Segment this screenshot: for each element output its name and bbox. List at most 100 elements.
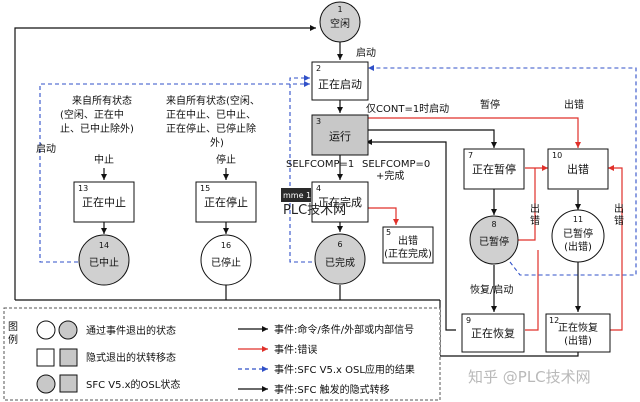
resume-start-label: 恢复/启动	[470, 283, 513, 296]
legend-evt-error: 事件:错误	[274, 343, 317, 356]
cont-only-label: 仅CONT=1时启动	[366, 102, 449, 115]
osl-loop-line	[289, 75, 340, 263]
resuming-to-error-line	[525, 250, 539, 331]
state-2-number: 2	[316, 64, 321, 73]
legend-osl-circle	[36, 374, 56, 394]
legend-evt-cmd: 事件:命令/条件/外部或内部信号	[274, 323, 414, 336]
error-top-label: 出错	[564, 98, 584, 111]
legend: 图 例 通过事件退出的状态 隐式退出的状转移态 SFC V5.x的OSL状态 事…	[3, 307, 441, 401]
state-5-error-completing: 5 出错 (正在完成)	[382, 226, 434, 264]
legend-circle-grey	[58, 320, 78, 340]
state-13-label: 正在中止	[82, 196, 126, 209]
legend-osl-square	[59, 374, 78, 393]
osl-right-loop-line	[368, 65, 637, 276]
state-9-label: 正在恢复	[471, 326, 515, 340]
state-11-paused-error: 11 已暂停 (出错)	[551, 209, 605, 263]
error-vert-2b: 错	[614, 214, 624, 227]
state-10-label: 出错	[567, 162, 589, 176]
state-2-label: 正在启动	[318, 78, 362, 91]
state-15-stopping: 15 正在停止	[195, 181, 257, 223]
abort-from-1: 来自所有状态	[72, 94, 132, 107]
running-to-error-line	[366, 117, 581, 148]
legend-evt-osl: 事件:SFC V5.x OSL应用的结果	[274, 363, 415, 376]
state-4-completing: 4 正在完成	[311, 181, 369, 223]
error-vert-1b: 错	[530, 214, 540, 227]
state-16-label: 已停止	[211, 256, 241, 269]
state-4-label: 正在完成	[318, 195, 362, 209]
stop-label: 停止	[216, 153, 236, 166]
state-7-pausing: 7 正在暂停	[463, 148, 525, 190]
state-15-label: 正在停止	[204, 195, 248, 209]
stop-from-3: 正在停止、已停止除	[166, 122, 256, 135]
zhihu-watermark: 知乎 @PLC技术网	[468, 368, 591, 386]
state-11-label-2: (出错)	[564, 240, 592, 253]
selfcomp1-label: SELFCOMP=1	[286, 159, 354, 170]
stop-from-1: 来自所有状态(空闲、	[166, 94, 260, 107]
state-8-label: 已暂停	[479, 235, 509, 248]
state-16-stopped: 16 已停止	[200, 234, 252, 286]
state-1-number: 1	[337, 5, 342, 14]
legend-title-1: 图	[8, 321, 18, 333]
state-3-label: 运行	[329, 130, 351, 143]
state-13-number: 13	[78, 184, 88, 193]
legend-event-exit: 通过事件退出的状态	[86, 324, 176, 337]
overlay-small-text: mme 1	[283, 191, 311, 200]
paused-to-error-line	[518, 168, 536, 241]
start-left-label: 启动	[36, 142, 56, 155]
pause-label: 暂停	[480, 98, 500, 111]
state-13-aborting: 13 正在中止	[73, 181, 135, 223]
state-14-number: 14	[99, 241, 109, 250]
state-1-label: 空闲	[330, 17, 350, 30]
state-5-number: 5	[386, 228, 391, 237]
state-10-error: 10 出错	[547, 148, 609, 190]
abort-label: 中止	[94, 153, 114, 166]
legend-evt-implicit: 事件:SFC 触发的隐式转移	[274, 383, 390, 396]
legend-implicit-exit: 隐式退出的状转移态	[86, 351, 176, 364]
state-16-number: 16	[221, 241, 231, 250]
state-6-complete: 6 已完成	[314, 233, 366, 285]
abort-from-3: 止、已中止除外)	[60, 122, 134, 135]
legend-square-grey	[59, 348, 78, 367]
running-to-pausing-line	[366, 129, 497, 148]
state-14-aborted: 14 已中止	[78, 234, 130, 286]
osl-left-loop-line	[39, 81, 310, 263]
resuming-error-to-error-line	[608, 165, 623, 331]
state-1-idle: 1 空闲	[319, 1, 361, 43]
completing-to-error-line	[366, 207, 399, 225]
state-6-number: 6	[337, 240, 342, 249]
state-15-number: 15	[200, 184, 210, 193]
state-7-number: 7	[468, 151, 473, 160]
state-11-label-1: 已暂停	[563, 227, 593, 240]
state-3-running: 3 运行	[311, 114, 369, 156]
state-10-number: 10	[552, 151, 562, 160]
start-label: 启动	[356, 46, 376, 59]
state-8-number: 8	[491, 220, 496, 229]
legend-circle-white	[36, 320, 56, 340]
state-12-label-1: 正在恢复	[558, 321, 598, 334]
state-6-label: 已完成	[325, 256, 355, 269]
stop-from-2: 正在中止、已中止、	[166, 108, 256, 121]
resuming-to-running-line	[366, 139, 456, 331]
legend-square-white	[36, 348, 55, 367]
state-8-paused: 8 已暂停	[469, 215, 519, 265]
state-12-number: 12	[549, 316, 559, 325]
state-11-number: 11	[573, 215, 583, 224]
state-7-label: 正在暂停	[472, 162, 516, 176]
legend-osl-state: SFC V5.x的OSL状态	[86, 378, 180, 391]
error-vert-2a: 出	[614, 202, 624, 215]
plus-done-label: +完成	[376, 169, 404, 182]
abort-from-2: (空闲、正在中	[60, 108, 124, 121]
selfcomp0-label: SELFCOMP=0	[362, 159, 430, 170]
stop-from-4: 外)	[210, 137, 224, 149]
state-12-label-2: (出错)	[564, 334, 592, 347]
state-5-label-2: (正在完成)	[384, 247, 432, 260]
state-5-label-1: 出错	[398, 234, 418, 247]
state-12-resuming-error: 12 正在恢复 (出错)	[545, 313, 611, 353]
state-4-number: 4	[316, 184, 321, 193]
legend-title-2: 例	[8, 333, 18, 346]
embedded-logo-overlay: mme 1 PLC技术网	[281, 188, 346, 218]
return-to-idle-line	[14, 25, 316, 300]
state-9-resuming: 9 正在恢复	[461, 313, 525, 353]
state-14-label: 已中止	[89, 256, 119, 269]
